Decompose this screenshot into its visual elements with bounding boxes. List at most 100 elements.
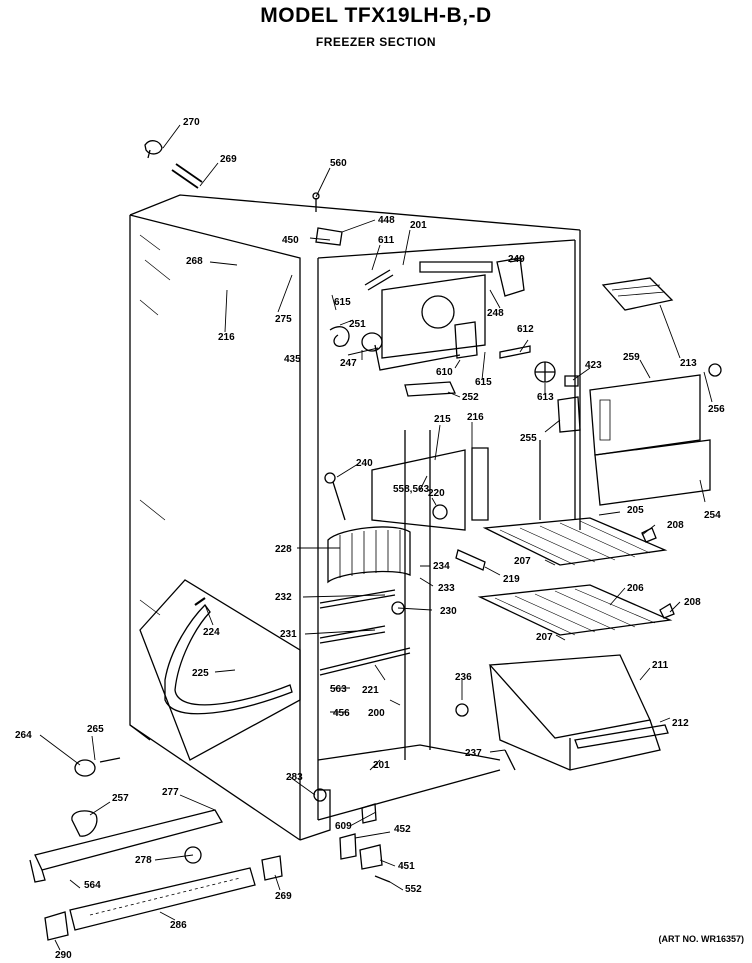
diagram-subtitle: FREEZER SECTION	[315, 35, 437, 49]
part-label: 201	[410, 220, 427, 231]
part-label: 270	[183, 117, 200, 128]
part-label: 268	[186, 256, 203, 267]
part-240-sensor	[324, 472, 346, 521]
part-283-roller	[313, 788, 327, 802]
part-label: 277	[162, 787, 179, 798]
part-269-rod	[171, 163, 203, 189]
part-label: 216	[218, 332, 235, 343]
part-label: 228	[275, 544, 292, 555]
art-number: (ART NO. WR16357)	[658, 934, 744, 944]
part-254-cover	[594, 439, 711, 506]
part-label: 452	[394, 824, 411, 835]
part-264-265-spacer	[74, 757, 121, 777]
part-label: 451	[398, 861, 415, 872]
part-237-screw	[504, 749, 516, 771]
part-label: 236	[455, 672, 472, 683]
part-label: 286	[170, 920, 187, 931]
part-label: 259	[623, 352, 640, 363]
part-label: 275	[275, 314, 292, 325]
part-label: 611	[378, 235, 395, 246]
part-label: 558,563	[393, 484, 430, 495]
part-label: 207	[536, 632, 553, 643]
part-label: 265	[87, 724, 104, 735]
part-451-bracket	[359, 844, 383, 870]
cabinet-shell	[129, 194, 581, 841]
part-label: 254	[704, 510, 721, 521]
part-label: 252	[462, 392, 479, 403]
part-label: 215	[434, 414, 451, 425]
control-housing-201	[374, 274, 486, 371]
part-label: 225	[192, 668, 209, 679]
part-206-shelf	[477, 584, 673, 636]
part-289-bracket	[261, 855, 283, 881]
part-256-knob	[708, 363, 722, 377]
part-label: 450	[282, 235, 299, 246]
part-224-tube	[194, 597, 206, 606]
part-label: 615	[334, 297, 351, 308]
part-231-heater	[319, 625, 386, 644]
part-label: 201	[373, 760, 390, 771]
part-211-basket	[488, 654, 661, 771]
diagram-title: MODEL TFX19LH-B,-D	[260, 4, 492, 27]
part-290-endcap	[44, 911, 69, 941]
part-label: 208	[667, 520, 684, 531]
part-label: 237	[465, 748, 482, 759]
part-label: 255	[520, 433, 537, 444]
part-label: 612	[517, 324, 534, 335]
part-label: 269	[220, 154, 237, 165]
part-270-clip	[144, 140, 163, 159]
part-249-damper	[496, 257, 525, 297]
part-label: 283	[286, 772, 303, 783]
part-label: 216	[467, 412, 484, 423]
part-610-control	[454, 321, 478, 359]
part-552-screw	[374, 875, 391, 883]
part-221-pan	[319, 647, 411, 676]
part-247-motor	[361, 332, 383, 352]
part-label: 448	[378, 215, 395, 226]
part-560-screw	[312, 192, 320, 212]
part-612-sensor	[499, 345, 531, 359]
part-label: 205	[627, 505, 644, 516]
part-label: 232	[275, 592, 292, 603]
part-label: 240	[356, 458, 373, 469]
part-613-fan	[534, 361, 556, 383]
part-label: 423	[585, 360, 602, 371]
part-label: 564	[84, 880, 101, 891]
part-232-heater	[319, 589, 396, 609]
part-label: 610	[436, 367, 453, 378]
part-label: 208	[684, 597, 701, 608]
part-286-grille	[69, 867, 256, 931]
part-252-plate	[404, 381, 456, 397]
part-248-duct	[419, 261, 493, 273]
part-label: 560	[330, 158, 347, 169]
part-labels: 270 269 560 448 201 450 611 268 615 249 …	[15, 117, 725, 961]
part-208-bracket	[641, 527, 675, 619]
part-label: 256	[708, 404, 725, 415]
part-label: 249	[508, 254, 525, 265]
leader-lines	[39, 124, 713, 951]
part-label: 290	[55, 950, 72, 961]
part-label: 563	[330, 684, 347, 695]
part-452-hinge	[339, 833, 357, 860]
part-219-drain	[455, 549, 486, 571]
part-212-handle	[574, 724, 669, 749]
part-255-plate	[557, 396, 581, 433]
part-label: 206	[627, 583, 644, 594]
part-257-knob	[71, 810, 98, 837]
part-611-strip	[364, 269, 394, 291]
part-label: 212	[672, 718, 689, 729]
part-228-evaporator-coil	[327, 526, 411, 584]
part-label: 435	[284, 354, 301, 365]
part-label: 219	[503, 574, 520, 585]
part-label: 552	[405, 884, 422, 895]
part-label: 231	[280, 629, 297, 640]
part-259-panel	[589, 374, 701, 456]
part-label: 615	[475, 377, 492, 388]
part-205-shelf	[482, 517, 668, 566]
part-label: 264	[15, 730, 32, 741]
part-213-ice-tray	[601, 277, 674, 311]
part-label: 269	[275, 891, 292, 902]
part-448-450-bracket	[315, 227, 343, 246]
part-label: 456	[333, 708, 350, 719]
